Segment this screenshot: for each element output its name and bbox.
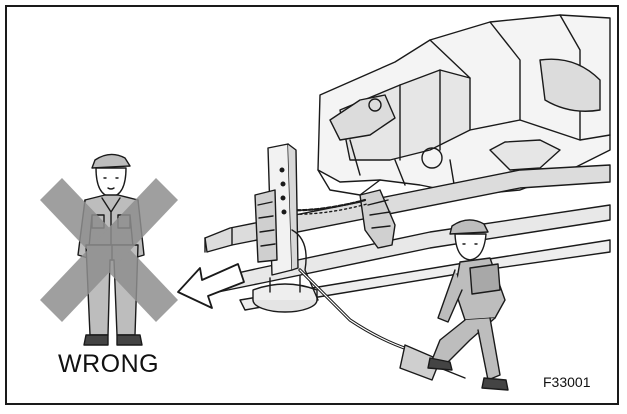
figure-code: F33001 — [543, 374, 591, 390]
arrow-left-icon — [177, 263, 245, 309]
hydraulic-hose — [298, 268, 466, 381]
puller-tower — [252, 143, 319, 313]
car-body-shell — [317, 14, 611, 196]
worker-operating-pump — [427, 219, 509, 391]
frame-rail — [204, 164, 611, 311]
cross-mark-icon — [40, 178, 178, 322]
wrong-label: WRONG — [58, 350, 160, 378]
